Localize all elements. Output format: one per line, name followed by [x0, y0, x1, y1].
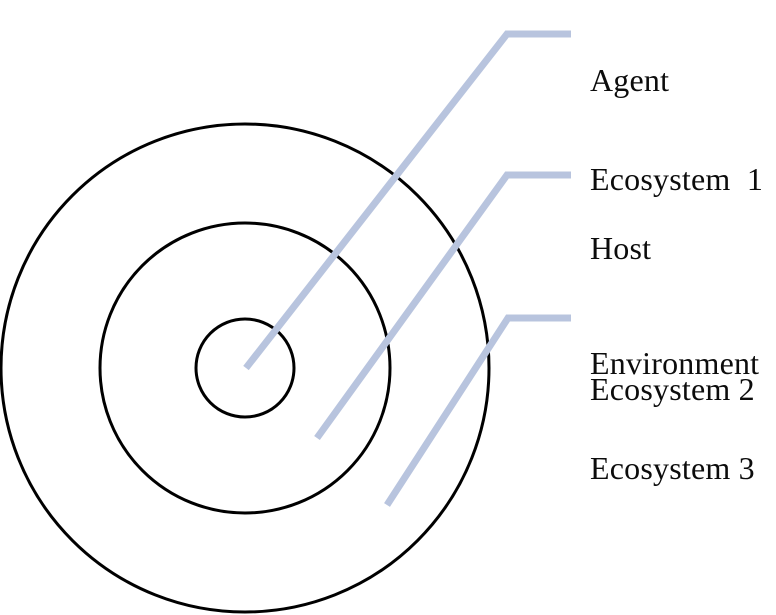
- inner-circle-agent-ecosystem: [194, 317, 296, 419]
- label-host-ecosystem-2: Host Ecosystem 2: [590, 131, 755, 507]
- leader-line-environment: [384, 314, 571, 507]
- label-agent-line2: Ecosystem 1: [590, 161, 764, 197]
- label-host-line2: Ecosystem 2: [590, 371, 755, 407]
- label-environment-line2: Ecosystem 3: [590, 450, 755, 486]
- leader-line-agent: [243, 30, 571, 371]
- label-environment-line1: Environment: [590, 345, 760, 381]
- middle-circle-host-ecosystem: [98, 221, 392, 515]
- label-agent-line1: Agent: [590, 62, 670, 98]
- label-agent-ecosystem-1: Agent Ecosystem 1: [590, 0, 763, 262]
- leader-line-host: [314, 171, 571, 441]
- outer-circle-environment-ecosystem: [0, 122, 491, 614]
- label-environment-ecosystem-3: Environment Ecosystem 3: [590, 276, 759, 556]
- label-host-line1: Host: [590, 230, 652, 266]
